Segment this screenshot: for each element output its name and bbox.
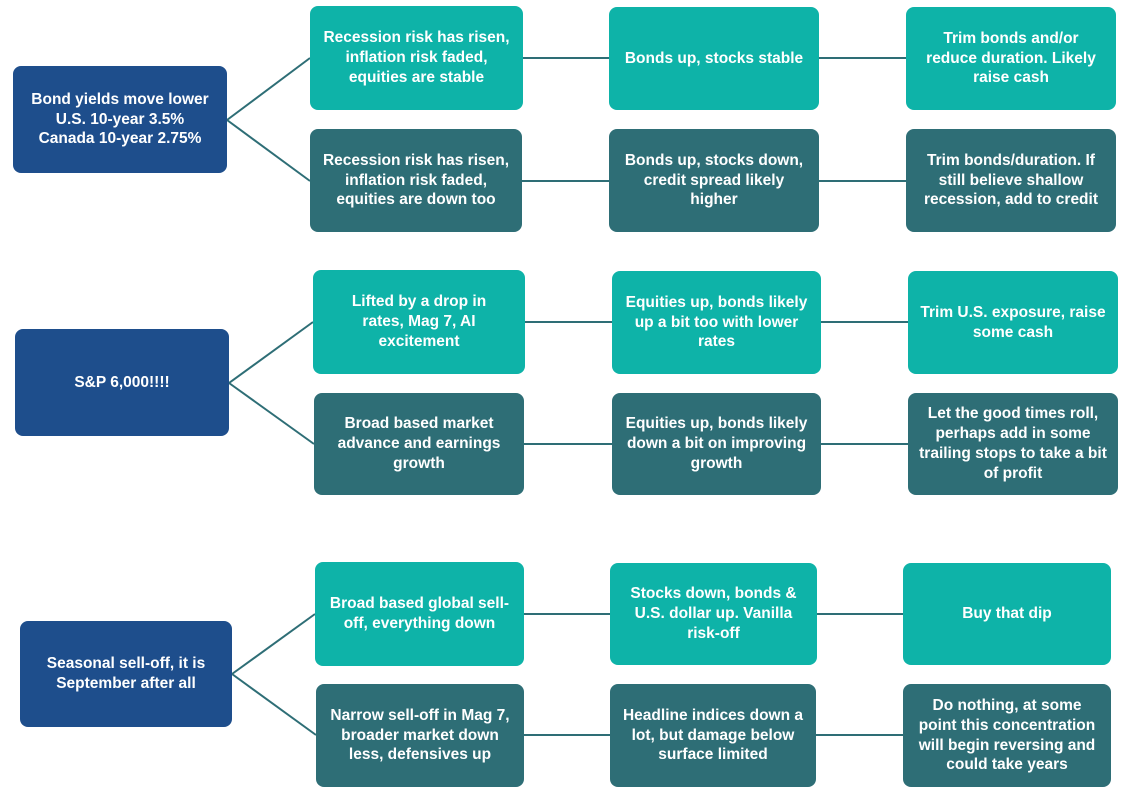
connector-root2-to-scenario3 (228, 321, 314, 384)
action-node: Buy that dip (903, 563, 1111, 665)
scenario-node: Narrow sell-off in Mag 7, broader market… (316, 684, 524, 787)
root-node-seasonal-sell-off: Seasonal sell-off, it is September after… (20, 621, 232, 727)
action-node: Trim bonds and/or reduce duration. Likel… (906, 7, 1116, 110)
market-outcome-node: Stocks down, bonds & U.S. dollar up. Van… (610, 563, 817, 665)
scenario-node: Broad based global sell- off, everything… (315, 562, 524, 666)
market-outcome-node: Bonds up, stocks stable (609, 7, 819, 110)
market-outcome-node: Headline indices down a lot, but damage … (610, 684, 816, 787)
root-node-bond-yields: Bond yields move lower U.S. 10-year 3.5%… (13, 66, 227, 173)
scenario-node: Recession risk has risen, inflation risk… (310, 6, 523, 110)
connector-root2-to-scenario4 (228, 382, 315, 445)
action-node: Trim U.S. exposure, raise some cash (908, 271, 1118, 374)
connector-root3-to-scenario6 (231, 673, 317, 736)
market-outcome-node: Bonds up, stocks down, credit spread lik… (609, 129, 819, 232)
market-outcome-node: Equities up, bonds likely up a bit too w… (612, 271, 821, 374)
market-outcome-node: Equities up, bonds likely down a bit on … (612, 393, 821, 495)
action-node: Trim bonds/duration. If still believe sh… (906, 129, 1116, 232)
action-node: Let the good times roll, perhaps add in … (908, 393, 1118, 495)
connector-root1-to-scenario2 (226, 119, 311, 182)
action-node: Do nothing, at some point this concentra… (903, 684, 1111, 787)
scenario-node: Recession risk has risen, inflation risk… (310, 129, 522, 232)
scenario-node: Lifted by a drop in rates, Mag 7, AI exc… (313, 270, 525, 374)
connector-root1-to-scenario1 (226, 57, 311, 121)
scenario-node: Broad based market advance and earnings … (314, 393, 524, 495)
root-node-sp-6000: S&P 6,000!!!! (15, 329, 229, 436)
connector-root3-to-scenario5 (231, 613, 316, 675)
